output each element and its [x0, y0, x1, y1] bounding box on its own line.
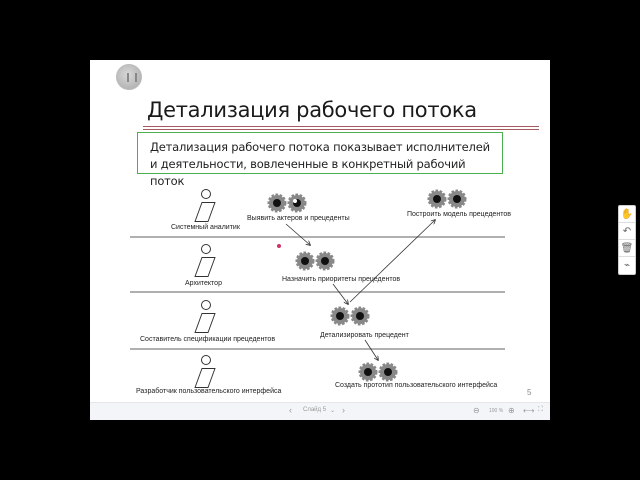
zoom-out-button[interactable]: ⊖	[473, 406, 480, 415]
gears-icon	[295, 251, 339, 271]
slide-number: 5	[527, 388, 532, 397]
gears-icon	[358, 362, 402, 382]
lane-divider	[130, 291, 505, 293]
laser-pointer-dot	[277, 244, 281, 248]
actor-label: Составитель спецификации прецедентов	[140, 336, 276, 343]
actor-label: Разработчик пользовательского интерфейса	[136, 388, 282, 395]
chevron-down-icon[interactable]: ⌄	[330, 408, 336, 414]
activity-label: Создать прототип пользовательского интер…	[335, 382, 498, 389]
actor-label: Архитектор	[185, 280, 222, 287]
zoom-level: 100 %	[489, 408, 504, 414]
slide-selector[interactable]: Слайд 5	[303, 407, 327, 413]
flow-arrows	[285, 60, 550, 402]
actor-label: Системный аналитик	[171, 224, 240, 231]
viewer-toolbar: ‹ Слайд 5 ⌄ › ⊖ 100 % ⊕ ⟷ ⛶	[90, 402, 550, 420]
undo-icon[interactable]: ↶	[619, 223, 635, 240]
gears-icon	[330, 306, 374, 326]
slide-title: Детализация рабочего потока	[147, 98, 477, 122]
presentation-viewer: Детализация рабочего потока Детализация …	[90, 60, 550, 420]
title-divider	[143, 126, 539, 130]
activity-label: Назначить приоритеты прецедентов	[282, 276, 401, 283]
lane-divider	[130, 348, 505, 350]
gears-icon	[427, 189, 471, 209]
zoom-in-button[interactable]: ⊕	[508, 406, 515, 415]
activity-label: Построить модель прецедентов	[407, 211, 511, 218]
trash-icon[interactable]: 🗑	[619, 240, 635, 257]
fit-width-button[interactable]: ⟷	[523, 406, 535, 415]
chart-icon[interactable]: ⌁	[623, 260, 631, 271]
next-slide-button[interactable]: ›	[342, 405, 345, 415]
slide: Детализация рабочего потока Детализация …	[90, 60, 550, 402]
annotation-toolbar: ✋ ↶ 🗑 ⌁	[618, 205, 636, 275]
fullscreen-button[interactable]: ⛶	[538, 406, 543, 413]
callout-box: Детализация рабочего потока показывает и…	[137, 132, 503, 188]
lane-divider	[130, 236, 505, 238]
activity-label: Детализировать прецедент	[320, 332, 409, 339]
activity-label: Выявить актеров и прецеденты	[247, 215, 350, 222]
university-logo	[116, 64, 142, 90]
hand-tool-icon[interactable]: ✋	[619, 206, 635, 223]
gears-icon	[267, 193, 311, 213]
prev-slide-button[interactable]: ‹	[289, 405, 292, 415]
